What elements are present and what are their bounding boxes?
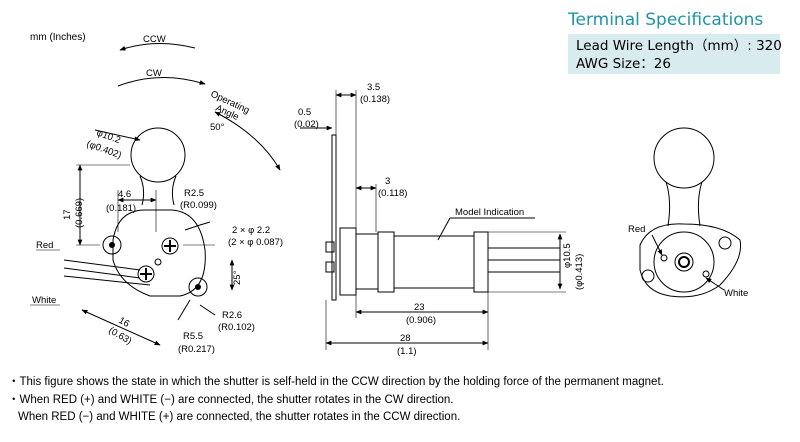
terminal-spec-title: Terminal Specifications bbox=[568, 10, 764, 30]
r26-mm: R2.6 bbox=[222, 310, 242, 321]
motor-body bbox=[393, 235, 475, 289]
dim-3-in: (0.118) bbox=[378, 188, 407, 199]
dia-105-mm: φ10.5 bbox=[562, 243, 573, 268]
dim-3-mm: 3 bbox=[385, 176, 390, 187]
holes-in: (2 × φ 0.087) bbox=[228, 237, 283, 248]
dim-23-in: (0.906) bbox=[406, 315, 436, 326]
screw-bottom bbox=[137, 265, 155, 283]
side-view bbox=[300, 90, 566, 350]
mount-hole-right bbox=[188, 277, 208, 297]
r25-mm: R2.5 bbox=[184, 188, 204, 199]
rear-white-label: White bbox=[724, 288, 748, 299]
side-lead-wires bbox=[488, 247, 560, 273]
angle-25: 25° bbox=[232, 270, 243, 285]
dim-16-in: (0.63) bbox=[107, 325, 134, 347]
rear-view bbox=[639, 127, 742, 298]
dim-05-in: (0.02) bbox=[294, 119, 319, 130]
mounting-flange bbox=[112, 209, 206, 297]
dim-23-mm: 23 bbox=[414, 302, 425, 313]
dim-17-in: (0.669) bbox=[74, 198, 85, 228]
dim-35-mm: 3.5 bbox=[367, 82, 380, 93]
note-2: ・When RED (+) and WHITE (−) are connecte… bbox=[8, 393, 454, 406]
lead-wires bbox=[63, 259, 151, 286]
rear-shutter-disc bbox=[653, 127, 715, 189]
dim-46-in: (0.181) bbox=[106, 203, 136, 214]
mount-hole-left bbox=[102, 235, 122, 255]
note-3: When RED (−) and WHITE (+) are connected… bbox=[18, 411, 461, 423]
ccw-label: CCW bbox=[143, 34, 166, 45]
r55-mm: R5.5 bbox=[183, 331, 203, 342]
model-indication: Model Indication bbox=[455, 207, 524, 218]
screw-top bbox=[161, 237, 179, 255]
ccw-arrow bbox=[119, 42, 196, 51]
angle-value: 50° bbox=[210, 122, 225, 133]
dia-105-in: (φ0.413) bbox=[574, 254, 585, 290]
front-view bbox=[30, 42, 281, 346]
front-white-label: White bbox=[32, 295, 56, 306]
shutter-plate bbox=[331, 134, 337, 301]
dim-28-mm: 28 bbox=[400, 333, 411, 344]
rear-red-label: Red bbox=[628, 224, 645, 235]
dim-28-in: (1.1) bbox=[397, 346, 417, 357]
awg-size: AWG Size：26 bbox=[576, 56, 671, 72]
cw-label: CW bbox=[146, 68, 162, 79]
dim-16-mm: 16 bbox=[117, 315, 132, 330]
shutter-disc bbox=[130, 127, 186, 183]
r25-in: (R0.099) bbox=[180, 200, 217, 211]
units-label: mm (Inches) bbox=[30, 32, 86, 43]
dim-05-mm: 0.5 bbox=[298, 107, 311, 118]
dim-35-in: (0.138) bbox=[360, 94, 390, 105]
rear-flange bbox=[639, 223, 742, 298]
dim-46-mm: 4.6 bbox=[118, 189, 131, 200]
notes: ・This figure shows the state in which th… bbox=[8, 374, 664, 427]
terminal-spec-box: Lead Wire Length（mm）: 320 AWG Size：26 bbox=[568, 34, 782, 74]
rear-motor-body bbox=[653, 231, 715, 293]
lead-wire-length: Lead Wire Length（mm）: 320 bbox=[576, 38, 782, 54]
operating-angle-arc bbox=[214, 111, 281, 171]
holes-mm: 2 × φ 2.2 bbox=[232, 225, 270, 236]
cw-arrow bbox=[117, 77, 206, 87]
dim-17-mm: 17 bbox=[62, 209, 73, 220]
r55-in: (R0.217) bbox=[178, 344, 215, 355]
note-1: ・This figure shows the state in which th… bbox=[8, 376, 664, 388]
front-red-label: Red bbox=[36, 240, 53, 251]
r26-in: (R0.102) bbox=[218, 322, 255, 333]
